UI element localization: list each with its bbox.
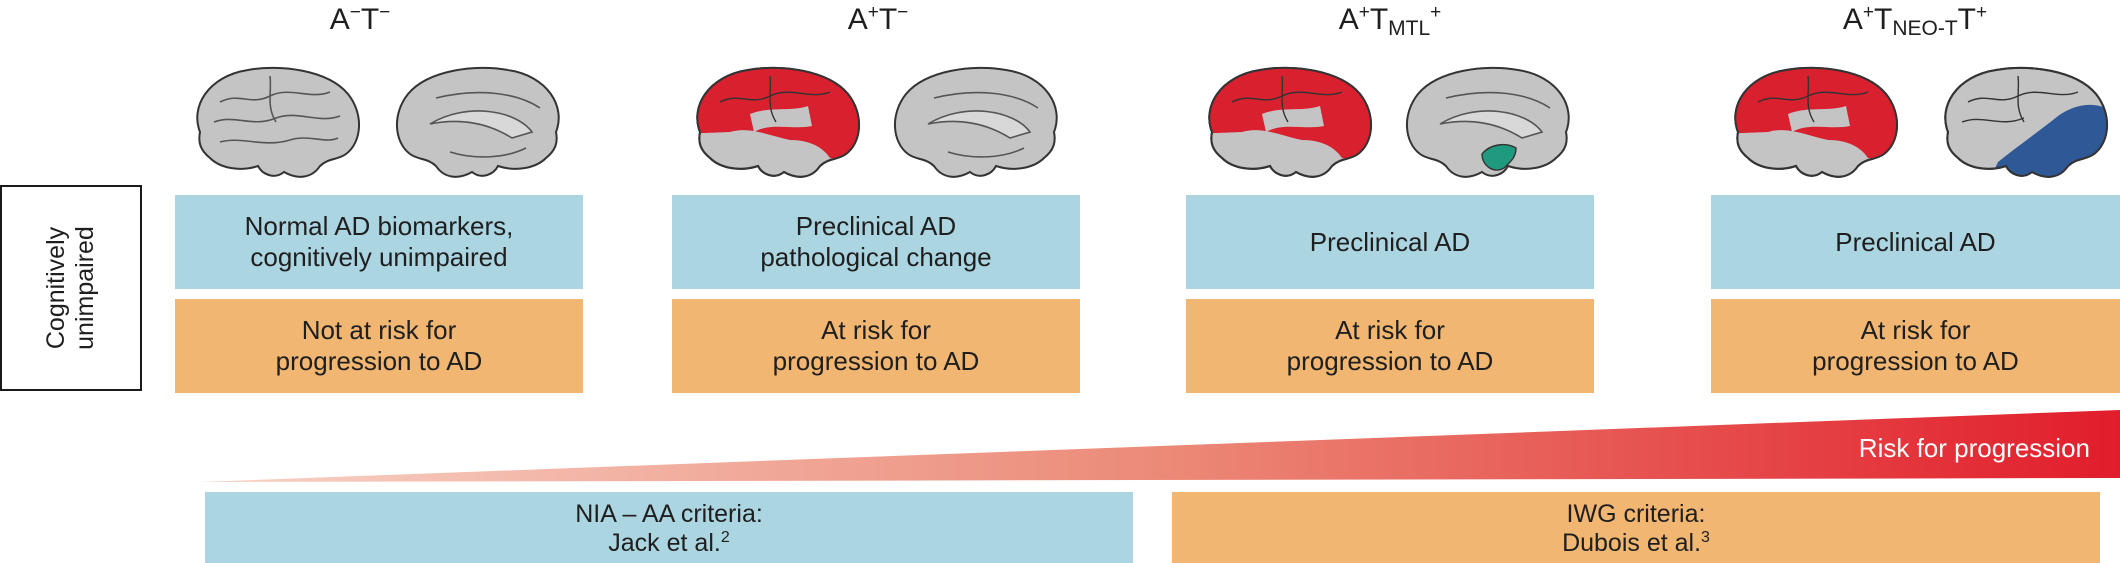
nia-aa-criteria-box: NIA – AA criteria: Jack et al.2 [205, 492, 1133, 563]
medial-brain-icon [390, 62, 576, 184]
nia-aa-criteria-title: NIA – AA criteria: [575, 500, 763, 528]
risk-gradient-wedge [200, 410, 2120, 482]
medial-brain-icon [888, 62, 1074, 184]
medial-brain-tau-mtl-icon [1400, 62, 1586, 184]
cognitively-unimpaired-label: Cognitively unimpaired [0, 185, 142, 391]
risk-box-stage-1: Not at risk for progression to AD [175, 299, 583, 393]
side-label-line2: unimpaired [71, 226, 99, 350]
risk-for-progression-label: Risk for progression [1858, 433, 2090, 463]
diagnosis-box-stage-1: Normal AD biomarkers, cognitively unimpa… [175, 195, 583, 289]
lateral-brain-tau-neocortex-icon [1928, 62, 2114, 184]
diagnosis-box-stage-2: Preclinical AD pathological change [672, 195, 1080, 289]
lateral-brain-amyloid-icon [680, 62, 866, 184]
iwg-criteria-title: IWG criteria: [1566, 500, 1706, 528]
iwg-criteria-box: IWG criteria: Dubois et al.3 [1172, 492, 2100, 563]
risk-box-stage-3: At risk for progression to AD [1186, 299, 1594, 393]
iwg-criteria-citation: Dubois et al.3 [1562, 529, 1710, 557]
nia-aa-criteria-citation: Jack et al.2 [608, 529, 730, 557]
stage-2-heading: A+T− [847, 2, 909, 36]
stage-4-heading: A+TNEO-TT+ [1842, 2, 1988, 40]
lateral-brain-icon [180, 62, 366, 184]
diagnosis-box-stage-4: Preclinical AD [1711, 195, 2120, 289]
risk-box-stage-4: At risk for progression to AD [1711, 299, 2120, 393]
stage-3-heading: A+TMTL+ [1338, 2, 1442, 40]
diagnosis-box-stage-3: Preclinical AD [1186, 195, 1594, 289]
lateral-brain-amyloid-icon [1192, 62, 1378, 184]
risk-box-stage-2: At risk for progression to AD [672, 299, 1080, 393]
side-label-line1: Cognitively [42, 226, 70, 350]
stage-1-heading: A−T− [329, 2, 391, 36]
lateral-brain-amyloid-icon [1718, 62, 1904, 184]
